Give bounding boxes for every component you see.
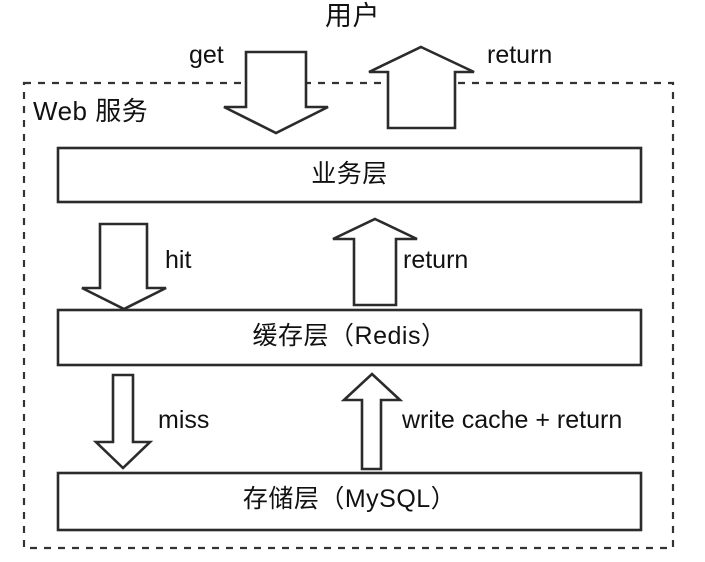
storage-layer-box[interactable] [56, 471, 643, 532]
page-title: 用户 [325, 1, 380, 31]
arrow-return-top-icon [368, 45, 475, 130]
business-layer-box[interactable] [56, 146, 643, 204]
arrow-label-get: get [189, 41, 224, 69]
arrow-label-return-top: return [487, 41, 553, 69]
cache-layer-label: 缓存层（Redis） [252, 322, 447, 350]
arrow-miss-icon [92, 373, 154, 470]
web-service-label: Web 服务 [33, 96, 149, 126]
arrow-hit-icon [81, 222, 167, 311]
business-layer-label: 业务层 [311, 160, 388, 188]
arrow-label-return-mid: return [403, 246, 469, 274]
web-service-boundary [22, 81, 675, 550]
arrow-write-cache-icon [340, 372, 404, 471]
arrow-return-mid-icon [332, 217, 418, 307]
arrow-get-icon [223, 50, 329, 135]
arrow-label-hit: hit [165, 246, 192, 274]
storage-layer-label: 存储层（MySQL） [242, 485, 457, 513]
arrow-label-write-cache: write cache + return [402, 406, 623, 434]
cache-layer-box[interactable] [56, 308, 643, 367]
arrow-label-miss: miss [158, 406, 210, 434]
